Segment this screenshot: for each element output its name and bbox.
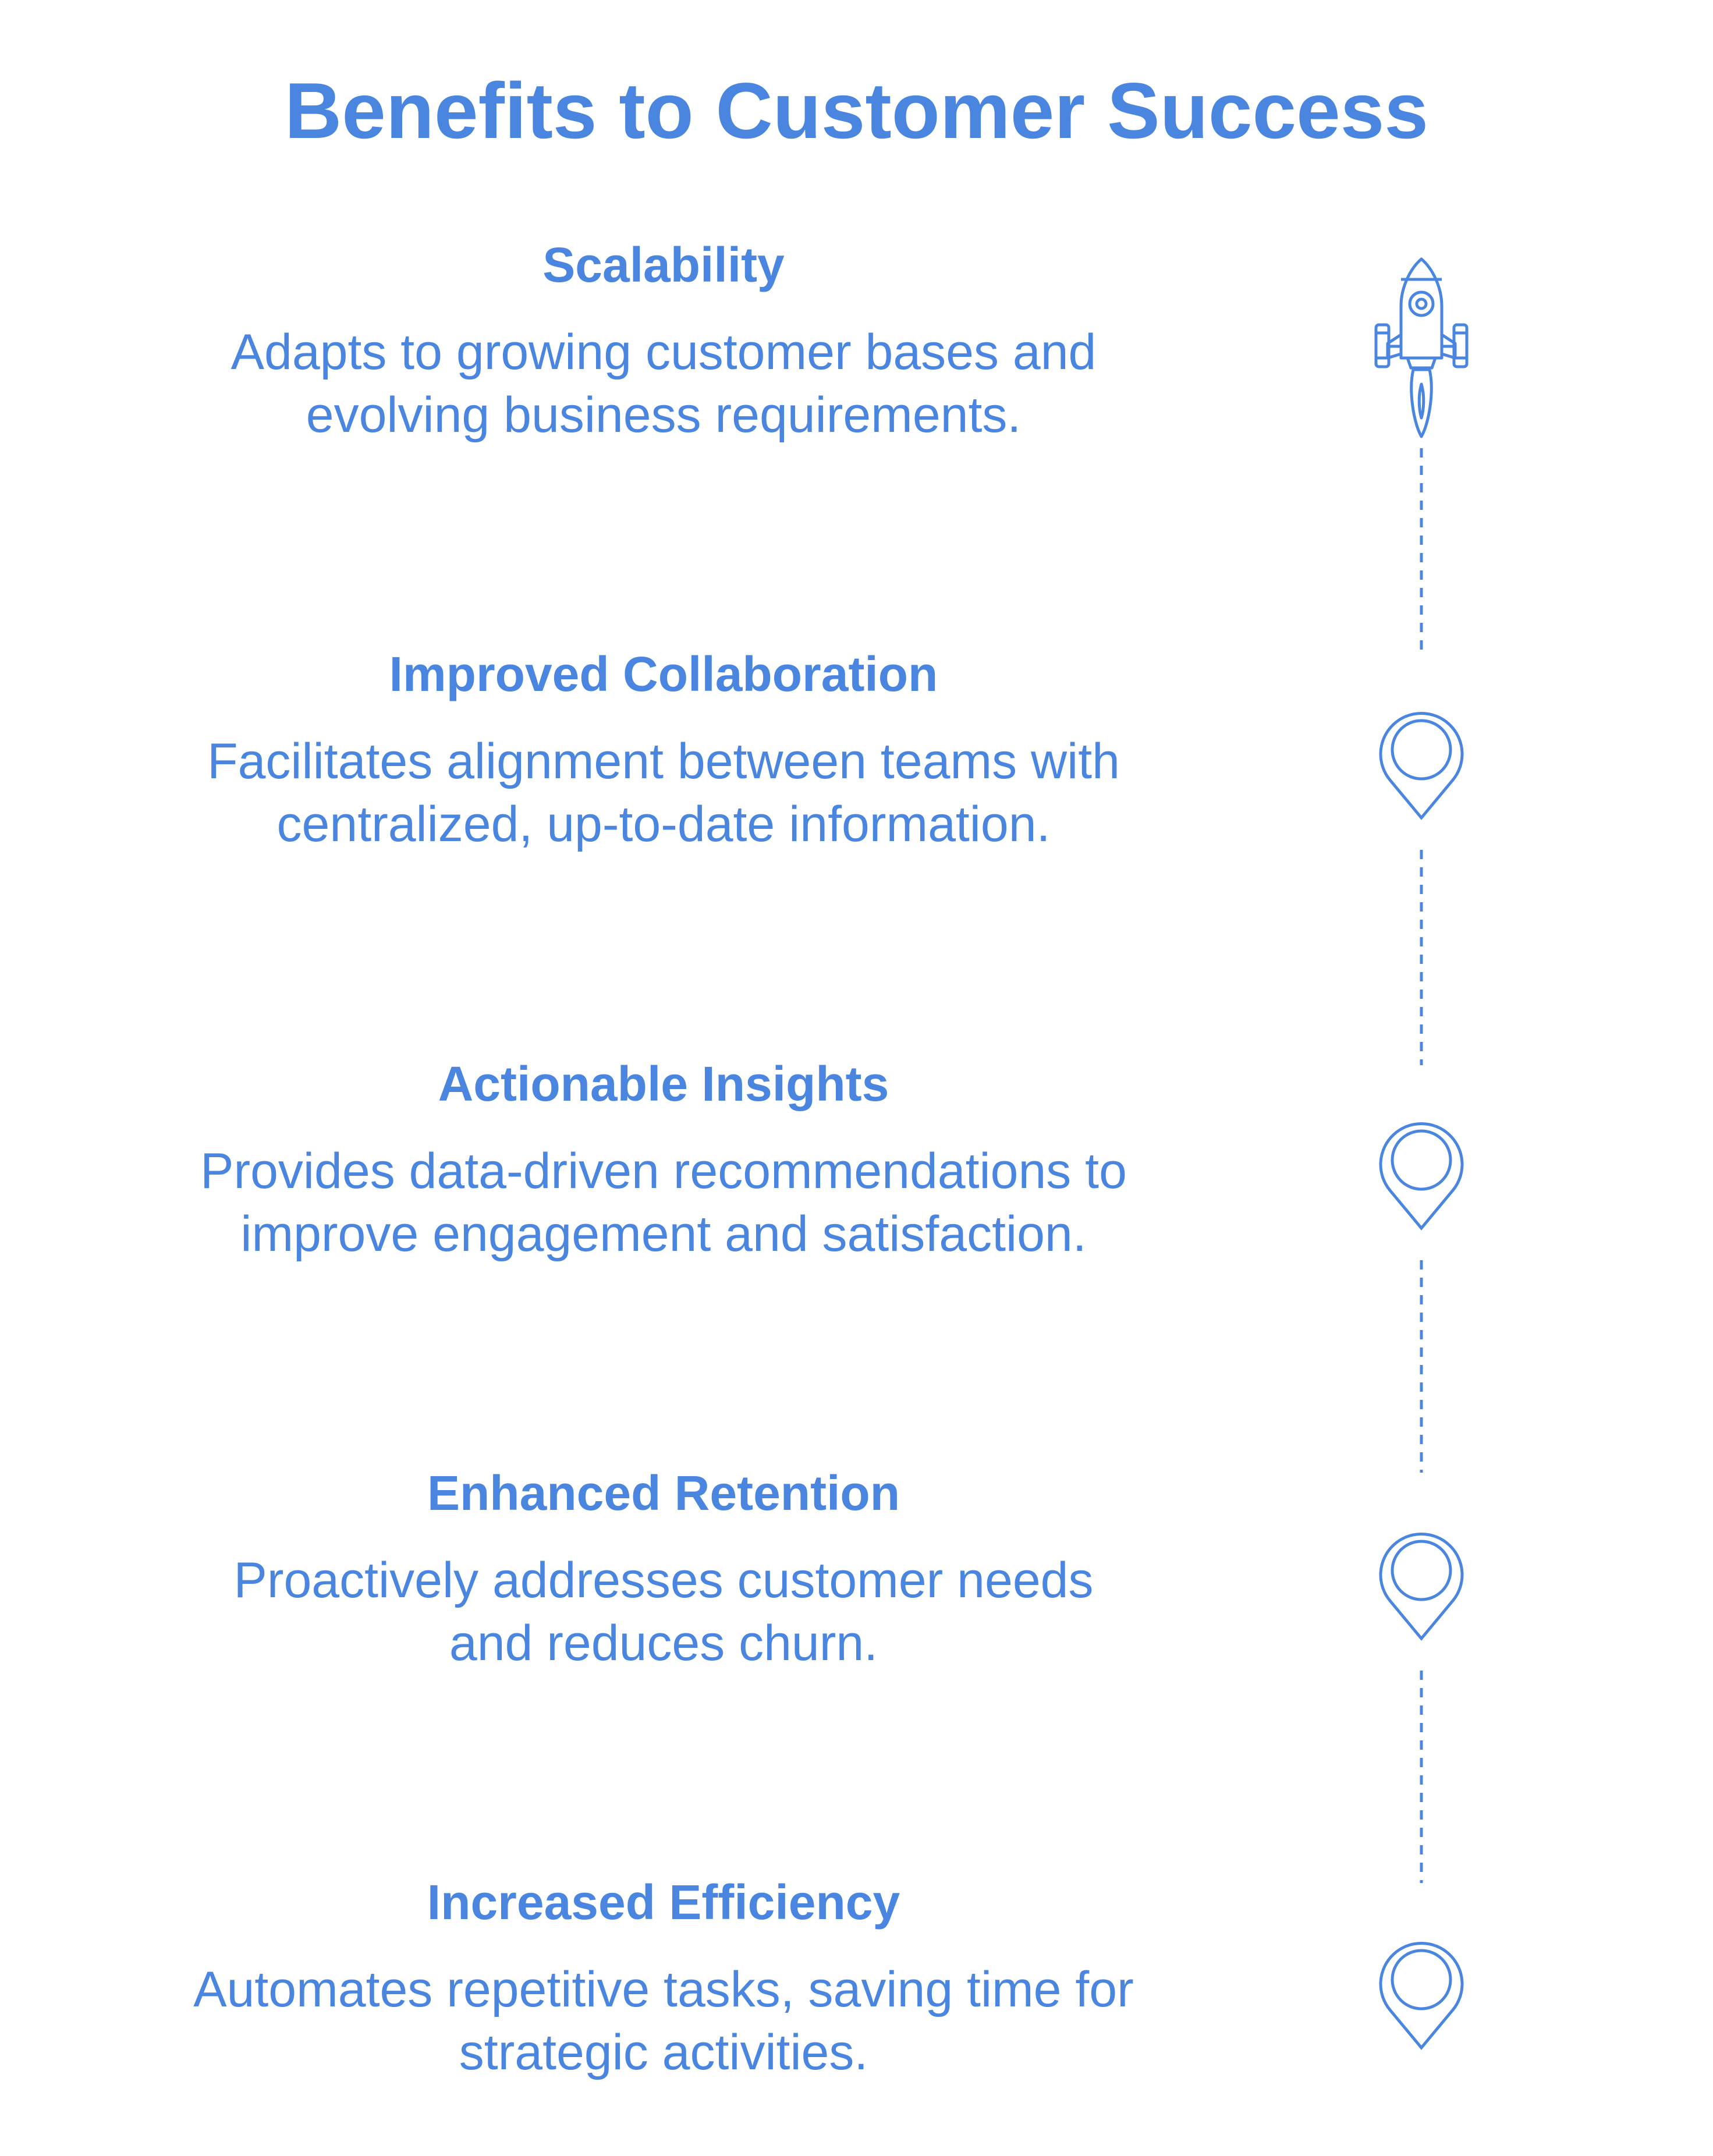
benefit-title: Actionable Insights [438, 1056, 889, 1111]
benefit-item-actionable-insights: Actionable Insights Provides data-driven… [180, 1055, 1147, 1265]
rocket-icon [1374, 257, 1469, 438]
benefit-item-scalability: Scalability Adapts to growing customer b… [180, 236, 1147, 446]
location-pin-icon [1379, 1941, 1464, 2050]
benefit-item-increased-efficiency: Increased Efficiency Automates repetitiv… [180, 1873, 1147, 2084]
benefit-title: Increased Efficiency [427, 1875, 900, 1930]
benefit-title: Improved Collaboration [389, 647, 938, 701]
location-pin-icon [1379, 1532, 1464, 1641]
location-pin-icon [1379, 1122, 1464, 1231]
benefit-item-improved-collaboration: Improved Collaboration Facilitates align… [180, 645, 1147, 856]
benefit-description: Provides data-driven recommendations to … [200, 1143, 1127, 1262]
benefit-title: Enhanced Retention [427, 1466, 900, 1520]
location-pin-icon [1379, 711, 1464, 820]
benefit-item-enhanced-retention: Enhanced Retention Proactively addresses… [180, 1464, 1147, 1675]
benefit-description: Adapts to growing customer bases and evo… [230, 324, 1097, 443]
benefit-description: Automates repetitive tasks, saving time … [193, 1962, 1134, 2080]
benefit-description: Proactively addresses customer needs and… [233, 1552, 1094, 1671]
benefit-description: Facilitates alignment between teams with… [207, 733, 1120, 852]
benefit-title: Scalability [542, 237, 785, 292]
page-title: Benefits to Customer Success [284, 66, 1429, 155]
